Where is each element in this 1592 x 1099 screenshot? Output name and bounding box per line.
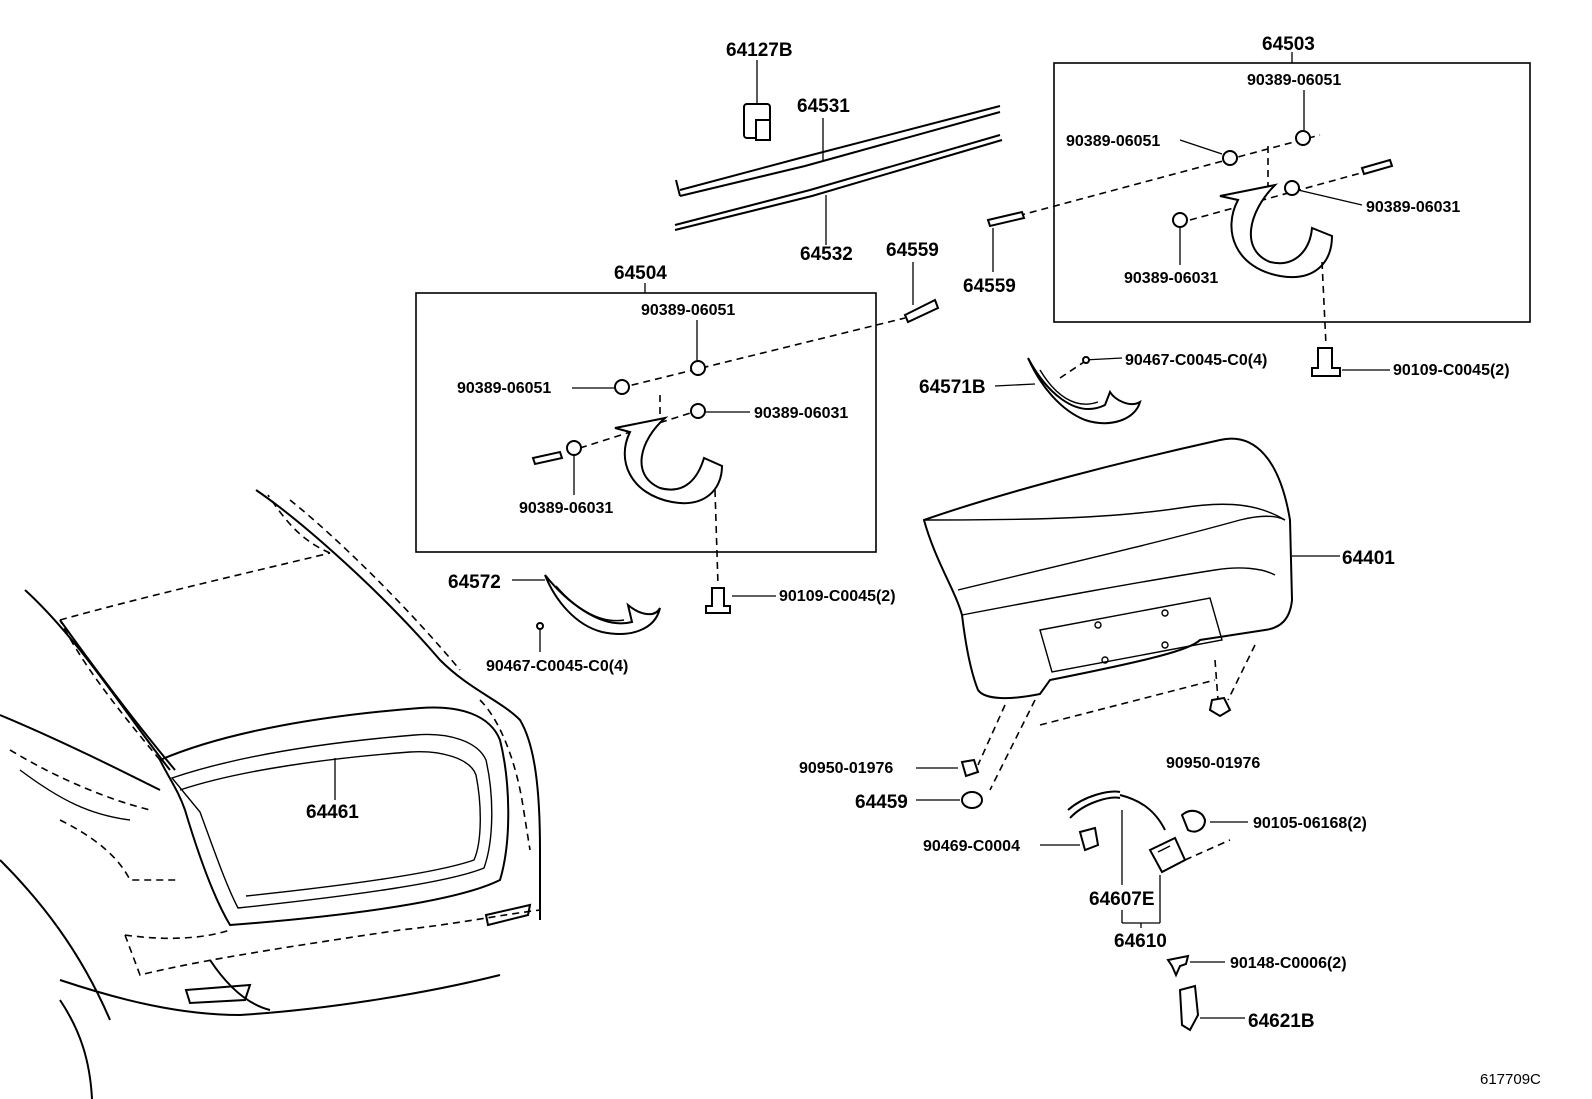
label-90109-left: 90109-C0045(2) <box>779 588 896 605</box>
trunk-lock <box>1040 790 1248 1032</box>
label-90389-06051-right-left: 90389-06051 <box>1066 133 1160 150</box>
label-64571B: 64571B <box>919 377 986 398</box>
label-64610: 64610 <box>1114 931 1167 952</box>
label-64503: 64503 <box>1262 34 1315 55</box>
hinge-assembly-right <box>986 52 1531 377</box>
label-64127B: 64127B <box>726 40 793 61</box>
label-64607E: 64607E <box>1089 889 1155 910</box>
label-90389-06051-left-top: 90389-06051 <box>641 302 735 319</box>
label-64559-right: 64559 <box>963 276 1016 297</box>
label-90109-right: 90109-C0045(2) <box>1393 362 1510 379</box>
label-64572: 64572 <box>448 572 501 593</box>
label-90105: 90105-06168(2) <box>1253 815 1367 832</box>
label-90389-06031-left-bottom: 90389-06031 <box>519 500 613 517</box>
label-90389-06031-right-bottom: 90389-06031 <box>1124 270 1218 287</box>
label-64559-left: 64559 <box>886 240 939 261</box>
label-64461: 64461 <box>306 802 359 823</box>
label-64532: 64532 <box>800 244 853 265</box>
label-64401: 64401 <box>1342 548 1395 569</box>
label-90467-left: 90467-C0045-C0(4) <box>486 658 628 675</box>
label-90148: 90148-C0006(2) <box>1230 955 1347 972</box>
label-64531: 64531 <box>797 96 850 117</box>
hinge-covers <box>512 356 1142 652</box>
label-90389-06031-right-side: 90389-06031 <box>1366 199 1460 216</box>
callout-labels: 64127B 64531 64532 64503 64504 64559 645… <box>306 34 1541 1088</box>
hinge-assembly-left <box>415 262 940 614</box>
cable-rods <box>674 60 1003 245</box>
label-90467-right: 90467-C0045-C0(4) <box>1125 352 1267 369</box>
label-90950-left: 90950-01976 <box>799 760 893 777</box>
label-90389-06031-left-side: 90389-06031 <box>754 405 848 422</box>
label-64621B: 64621B <box>1248 1011 1315 1032</box>
diagram-reference-code: 617709C <box>1480 1071 1541 1088</box>
label-64504: 64504 <box>614 263 667 284</box>
car-body-drawing <box>0 489 541 1099</box>
label-90389-06051-right-top: 90389-06051 <box>1247 72 1341 89</box>
trunk-lid <box>916 437 1340 809</box>
label-90469: 90469-C0004 <box>923 838 1020 855</box>
label-64459: 64459 <box>855 792 908 813</box>
label-90389-06051-left-left: 90389-06051 <box>457 380 551 397</box>
label-90950-right: 90950-01976 <box>1166 755 1260 772</box>
